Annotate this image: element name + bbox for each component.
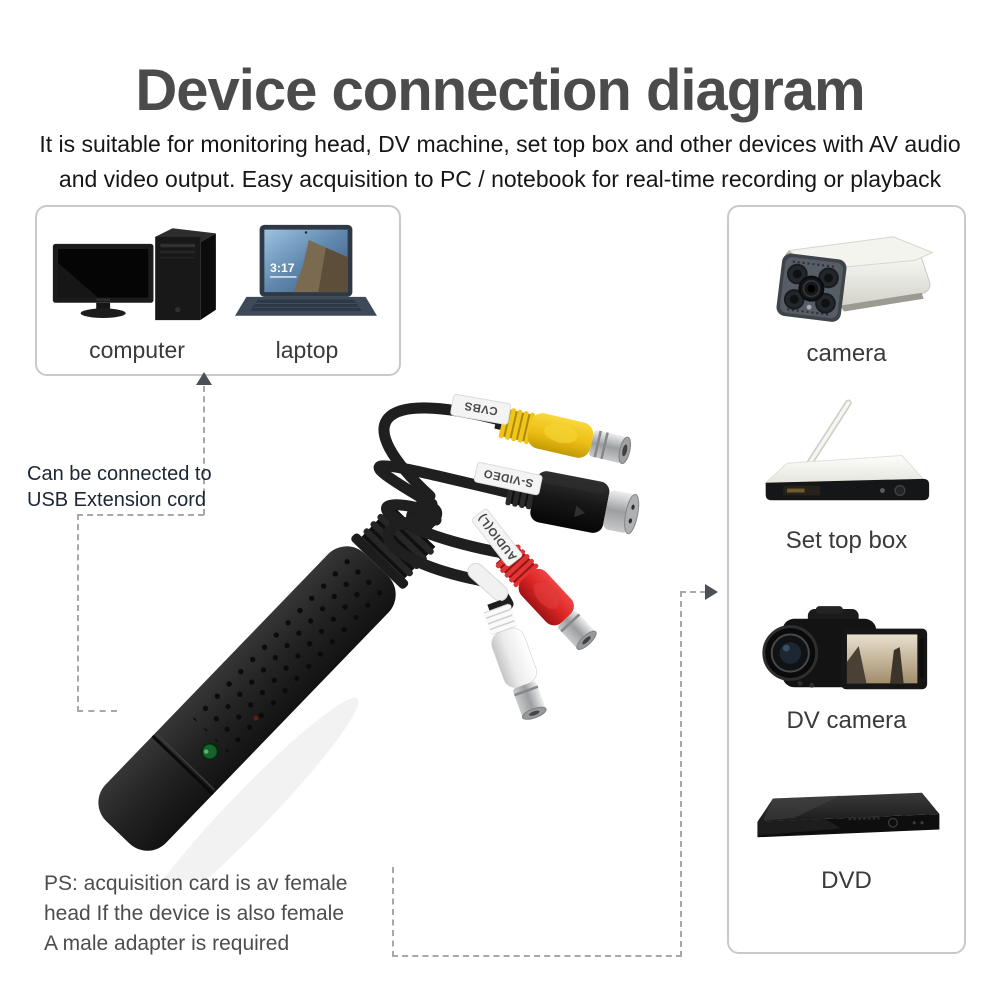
dashed-connector-left — [203, 386, 205, 515]
dashed-connector-left — [77, 514, 204, 516]
dvd-player-image — [757, 792, 940, 838]
dashed-connector-left — [77, 710, 117, 712]
arrow-up-icon — [196, 372, 212, 385]
dashed-connector-right — [680, 591, 682, 957]
usb-capture-device-image: CVBS S-VIDEO — [98, 393, 640, 880]
laptop-lockscreen-time: 3:17 — [270, 261, 295, 275]
dashed-connector-left — [77, 514, 79, 712]
page-subtitle: It is suitable for monitoring head, DV m… — [39, 131, 961, 192]
dvd-label: DVD — [821, 867, 872, 894]
dv-camera-label: DV camera — [786, 707, 907, 734]
page-title: Device connection diagram — [135, 57, 865, 123]
audio-cable-label: AUDIO(L) — [471, 508, 523, 567]
laptop-image: 3:17 — [235, 224, 377, 316]
ps-note: PS: acquisition card is av female head I… — [44, 872, 348, 955]
arrow-right-icon — [705, 584, 718, 600]
device-shadow — [141, 697, 359, 880]
dashed-connector-right — [392, 955, 682, 957]
cable-sleeve — [467, 562, 509, 602]
desktop-computer-image — [52, 228, 216, 321]
computer-label: computer — [89, 337, 185, 363]
set-top-box-label: Set top box — [785, 527, 908, 554]
computer-laptop-box: 3:17 computer laptop — [35, 205, 401, 376]
camera-label: camera — [806, 340, 887, 367]
svg-text:CVBS: CVBS — [463, 399, 499, 417]
dv-camcorder-image — [762, 606, 928, 690]
composite-video-connector — [494, 406, 632, 465]
cvbs-cable-label: CVBS — [450, 393, 512, 425]
laptop-label: laptop — [275, 337, 339, 363]
audio-white-connector — [482, 599, 547, 720]
av-sources-box: camera Set top box — [727, 205, 966, 954]
set-top-box-image — [764, 399, 930, 501]
dashed-connector-right — [680, 591, 706, 593]
audio-red-connector — [495, 544, 597, 650]
led-indicator — [200, 742, 219, 761]
usb-extension-note: Can be connected to USB Extension cord — [27, 463, 212, 511]
s-video-cable-label: S-VIDEO — [473, 462, 543, 496]
cctv-camera-image — [776, 236, 934, 322]
dashed-connector-right — [392, 867, 394, 957]
